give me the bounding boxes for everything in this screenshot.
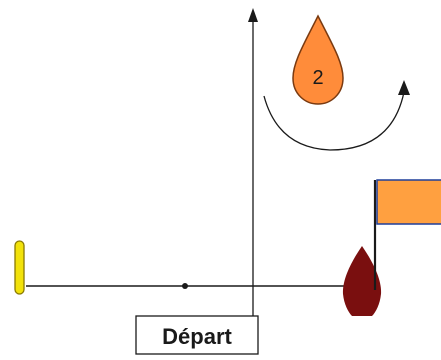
- start-buoy-icon: [14, 240, 25, 295]
- rotation-arc: [263, 91, 405, 151]
- rotation-arrow-icon: [398, 80, 410, 95]
- vertical-axis-arrow-icon: [248, 8, 258, 22]
- buoy-2-number: 2: [312, 67, 323, 89]
- buoy-2-icon: [292, 14, 344, 105]
- start-label-box: [135, 315, 259, 355]
- orange-flag-icon: [376, 179, 441, 225]
- start-label: Départ: [162, 324, 232, 349]
- start-line-midpoint: [182, 283, 188, 289]
- committee-boat-icon: [342, 246, 382, 316]
